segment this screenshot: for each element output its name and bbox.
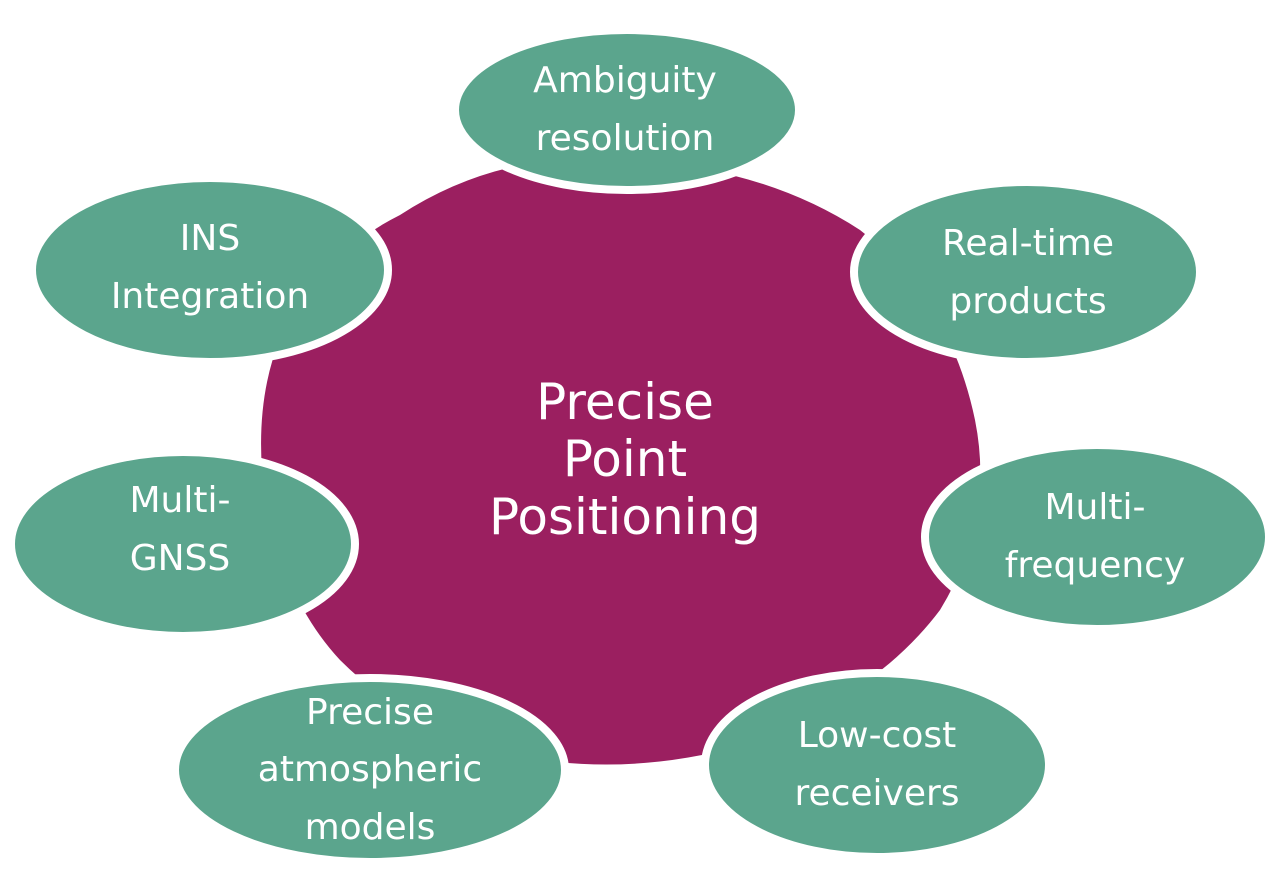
node-ins-label: INS Integration <box>110 217 310 317</box>
node-lowcost-shape <box>701 669 1053 861</box>
center-label: Precise Point Positioning <box>375 335 875 585</box>
node-lowcost-label: Low-cost receivers <box>794 715 960 814</box>
node-multignss-shape <box>7 448 359 640</box>
node-atmos-label: Precise atmospheric models <box>257 691 483 848</box>
node-atmos-shape <box>171 674 569 866</box>
node-ambiguity-label: Ambiguity resolution <box>533 60 717 159</box>
node-multifreq-label: Multi- frequency <box>1004 487 1186 586</box>
node-multignss-label: Multi- GNSS <box>129 480 231 579</box>
node-realtime-shape <box>850 178 1204 366</box>
node-ambiguity-shape <box>451 26 803 194</box>
center-label-text: Precise Point Positioning <box>489 372 761 546</box>
node-ins-shape <box>28 174 392 366</box>
node-multifreq-shape <box>921 441 1273 633</box>
center-shape <box>261 158 981 765</box>
node-realtime-label: Real-time products <box>942 222 1114 322</box>
